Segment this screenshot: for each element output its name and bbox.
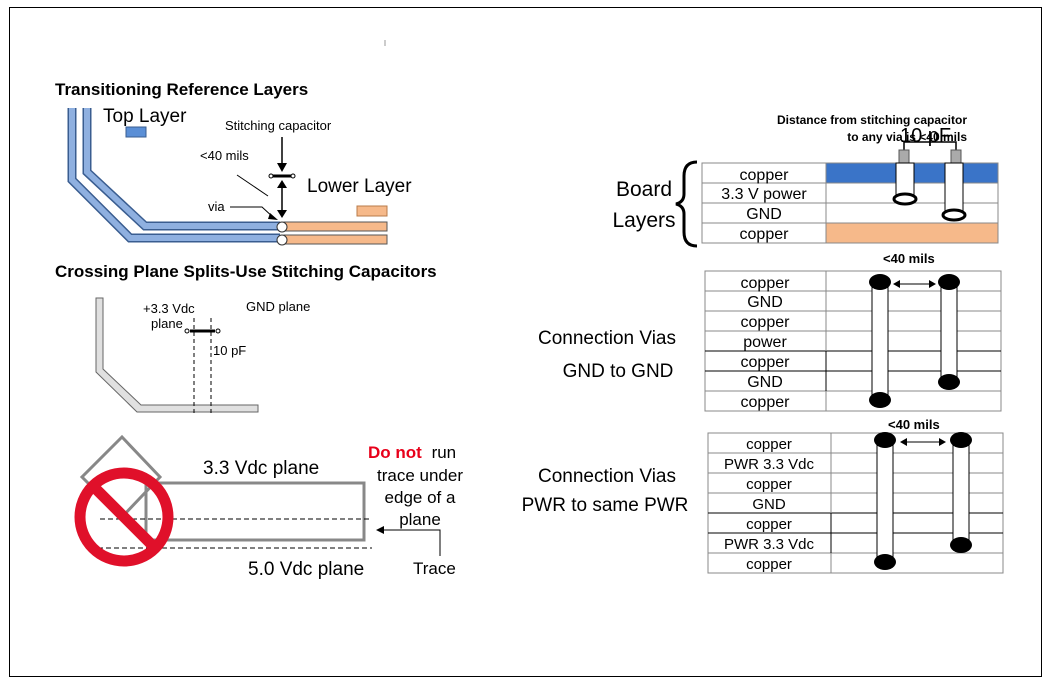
svg-text:Do not run: Do not run xyxy=(368,443,456,462)
plane-bottom-label: 5.0 Vdc plane xyxy=(248,559,364,580)
board-cap-value: 10 pF xyxy=(900,125,951,147)
pwr-row-4: copper xyxy=(746,516,792,533)
board-group-line2: Layers xyxy=(612,209,675,232)
board-row-1: 3.3 V power xyxy=(721,186,807,203)
gnd-row-0: copper xyxy=(741,275,791,292)
gnd-caption-line1: Connection Vias xyxy=(538,328,676,349)
warning-line2: trace under xyxy=(377,466,463,485)
plane-left-line1: +3.3 Vdc xyxy=(143,301,195,316)
pwr-row-6: copper xyxy=(746,556,792,573)
top-layer-traces xyxy=(67,108,280,243)
lower-layer-swatch xyxy=(356,205,388,217)
gnd-row-5: GND xyxy=(747,374,783,391)
split-cap-value: 10 pF xyxy=(213,343,246,358)
gnd-plane-label: GND plane xyxy=(246,299,310,314)
gnd-row-4: copper xyxy=(741,354,791,371)
cap-arrow-head xyxy=(277,163,287,172)
stitching-cap-label: Stitching capacitor xyxy=(225,118,332,133)
pwr-caption-line1: Connection Vias xyxy=(538,466,676,487)
board-brace xyxy=(675,160,698,248)
pwr-row-0: copper xyxy=(746,436,792,453)
gnd-caption-line2: GND to GND xyxy=(563,361,674,382)
section1-title: Transitioning Reference Layers xyxy=(55,80,308,99)
gnd-distance-label: <40 mils xyxy=(883,251,935,266)
warning-line4: plane xyxy=(399,510,441,529)
lower-layer-traces xyxy=(283,221,388,245)
gnd-row-3: power xyxy=(743,334,787,351)
board-cap-vias xyxy=(892,149,967,222)
prohibited-sign-icon xyxy=(74,467,174,567)
lower-layer-label: Lower Layer xyxy=(307,176,412,197)
section2-title: Crossing Plane Splits-Use Stitching Capa… xyxy=(55,262,437,281)
plane-left-line2: plane xyxy=(151,316,183,331)
pwr-row-2: copper xyxy=(746,476,792,493)
pwr-row-5: PWR 3.3 Vdc xyxy=(724,536,815,553)
board-row-2: GND xyxy=(746,206,782,223)
gnd-row-1: GND xyxy=(747,294,783,311)
vias-pwr-table xyxy=(707,432,1004,574)
pwr-via-pair xyxy=(874,432,972,570)
via-circle-top xyxy=(276,221,288,233)
gnd-row-6: copper xyxy=(741,394,791,411)
pwr-row-1: PWR 3.3 Vdc xyxy=(724,456,815,473)
board-row-0: copper xyxy=(740,167,790,184)
via-circle-bottom xyxy=(276,234,288,246)
trace-label: Trace xyxy=(413,559,456,578)
pwr-caption-line2: PWR to same PWR xyxy=(522,495,689,516)
top-layer-label: Top Layer xyxy=(103,106,187,127)
top-layer-swatch xyxy=(125,126,147,138)
board-group-line1: Board xyxy=(616,178,672,201)
pwr-row-3: GND xyxy=(752,496,786,513)
distance-label-1: <40 mils xyxy=(200,148,249,163)
diagram-canvas: Transitioning Reference Layers Top Layer… xyxy=(55,40,1004,580)
warning-line3: edge of a xyxy=(385,488,456,507)
board-note-line1: Distance from stitching capacitor xyxy=(777,113,967,127)
plane-top-label: 3.3 Vdc plane xyxy=(203,458,319,479)
plane-trace-shape xyxy=(95,297,259,413)
gnd-via-pair xyxy=(869,274,960,408)
warning-bold: Do not xyxy=(368,443,422,462)
board-note-line2: to any via is <40 mils xyxy=(847,130,967,144)
via-label: via xyxy=(208,199,225,214)
board-row-3: copper xyxy=(740,226,790,243)
pwr-distance-label: <40 mils xyxy=(888,417,940,432)
warning-rest: run xyxy=(432,443,457,462)
trace-pointer xyxy=(380,529,441,556)
gnd-row-2: copper xyxy=(741,314,791,331)
